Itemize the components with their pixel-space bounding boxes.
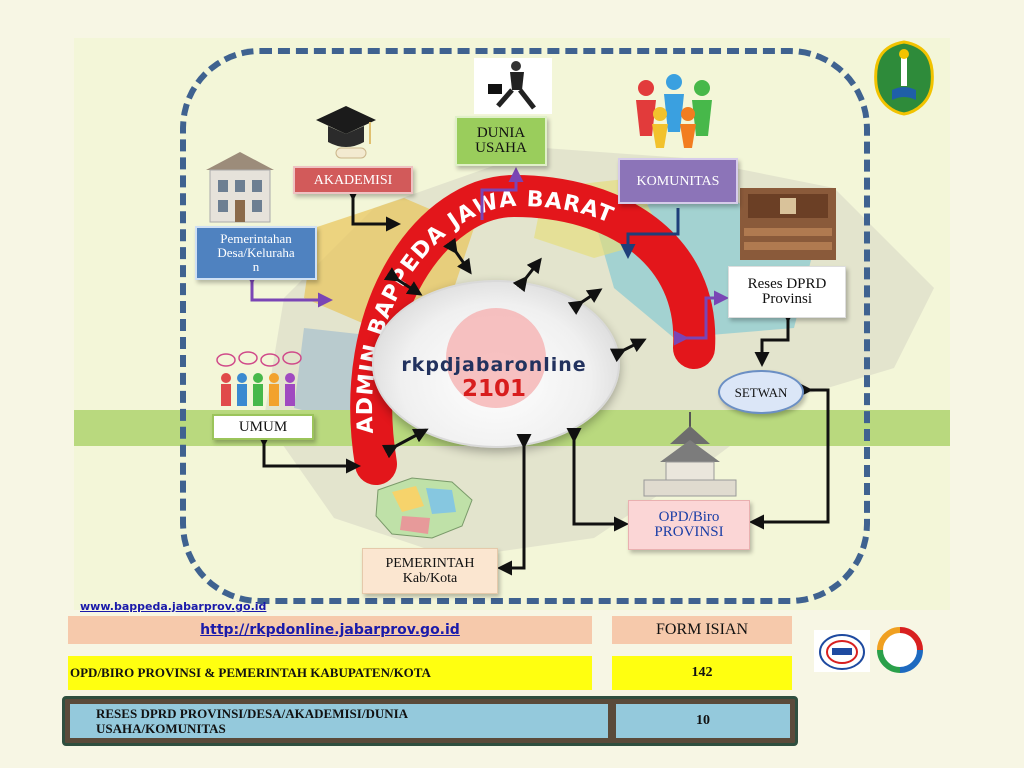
row-opd-label: OPD/BIRO PROVINSI & PEMERINTAH KABUPATEN… [68, 656, 592, 690]
row-opd-value: 142 [612, 656, 792, 690]
website-link[interactable]: www.bappeda.jabarprov.go.id [80, 600, 267, 613]
row-reses-value: 10 [616, 704, 790, 738]
node-komunitas-label: KOMUNITAS [636, 173, 720, 189]
parliament-icon [740, 188, 836, 260]
map-icon [375, 477, 473, 539]
gedung-sate-icon [643, 412, 737, 497]
row-reses-label-line1: RESES DPRD PROVINSI/DESA/AKADEMISI/DUNIA [96, 706, 409, 721]
center-number: 2101 [461, 376, 526, 402]
center-accent [446, 308, 546, 408]
node-reses-line1: Reses DPRD [747, 276, 827, 292]
node-opd-line1: OPD/Biro [658, 509, 720, 525]
node-setwan-label: SETWAN [734, 384, 788, 400]
node-reses-line2: Provinsi [761, 291, 812, 307]
west-java-emblem-icon [874, 40, 934, 116]
node-akademisi: AKADEMISI [293, 166, 413, 194]
node-pemkab-line1: PEMERINTAH [385, 556, 475, 571]
row-reses-label: RESES DPRD PROVINSI/DESA/AKADEMISI/DUNIA… [70, 704, 608, 738]
node-setwan: SETWAN [718, 370, 804, 414]
businessman-icon [474, 58, 552, 114]
node-akademisi-label: AKADEMISI [313, 172, 393, 188]
node-desa-line3: n [252, 259, 260, 274]
village-office-icon [206, 152, 274, 223]
row-reses-label-line2: USAHA/KOMUNITAS [96, 721, 226, 736]
dashed-frame [180, 48, 870, 604]
node-dunia-usaha-line2: USAHA [475, 140, 527, 156]
form-isian-label: FORM ISIAN [612, 616, 792, 644]
graduation-cap-icon [316, 106, 376, 159]
community-people-icon [636, 74, 712, 148]
node-opd-line2: PROVINSI [654, 524, 724, 540]
iso-certification-icon [814, 630, 870, 672]
node-pemkab-line2: Kab/Kota [402, 571, 458, 586]
node-umum-label: UMUM [238, 418, 288, 435]
node-desa-line2: Desa/Keluraha [217, 245, 295, 260]
cycle-logo-icon [877, 627, 923, 673]
center-title: rkpdjabaronline [401, 354, 587, 376]
node-pemerintahan-desa: Pemerintahan Desa/Keluraha n [195, 226, 317, 280]
node-desa-line1: Pemerintahan [220, 231, 292, 246]
node-komunitas: KOMUNITAS [618, 158, 738, 204]
node-umum: UMUM [212, 414, 314, 440]
node-dunia-usaha-line1: DUNIA [476, 125, 526, 141]
app-url-link[interactable]: http://rkpdonline.jabarprov.go.id [68, 616, 592, 644]
speech-bubble-people-icon [216, 351, 302, 406]
